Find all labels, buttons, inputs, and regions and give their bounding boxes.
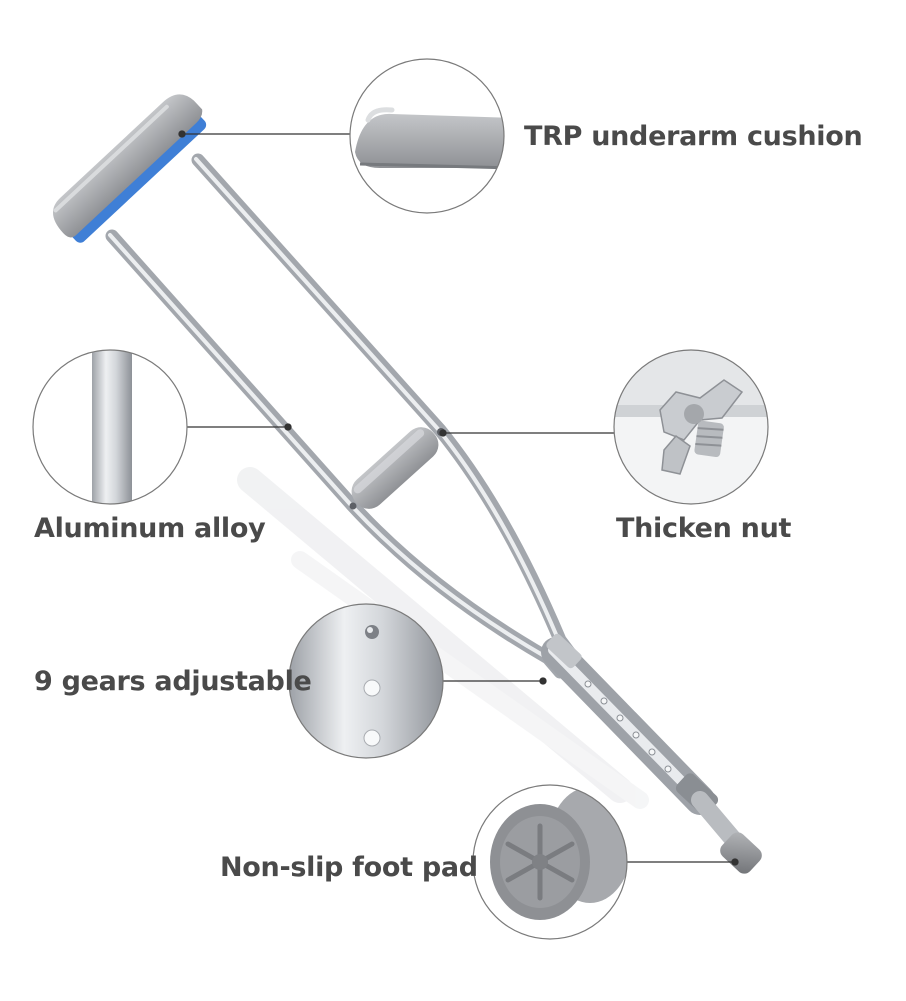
- foot-pad-label: Non-slip foot pad: [220, 852, 478, 883]
- leader-lines: [178, 130, 739, 866]
- foot-detail-circle: [472, 784, 628, 940]
- alloy-detail-circle: [32, 349, 188, 505]
- underarm-pad: [53, 94, 207, 243]
- aluminum-alloy-label: Aluminum alloy: [34, 513, 266, 544]
- foot-tip: [691, 791, 762, 874]
- underarm-cushion-label: TRP underarm cushion: [524, 121, 863, 152]
- thicken-nut-label: Thicken nut: [616, 513, 792, 544]
- cushion-detail-circle: [349, 58, 505, 214]
- nut-detail-circle: [613, 349, 769, 505]
- gears-detail-circle: [288, 603, 444, 759]
- gears-adjustable-label: 9 gears adjustable: [34, 666, 312, 697]
- hand-grip: [351, 427, 439, 509]
- crutch-body: [53, 94, 762, 874]
- crutch-shadow: [237, 467, 649, 809]
